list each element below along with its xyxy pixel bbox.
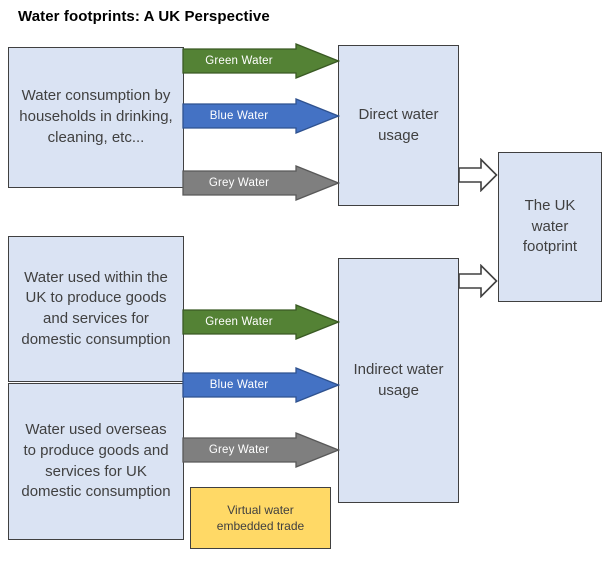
grey-block-arrow-icon [182,432,340,468]
white-block-arrow-icon [458,158,498,192]
box-water-used-within-uk-label: Water used within the UK to produce good… [21,268,171,348]
box-water-used-within-uk: Water used within the UK to produce good… [8,236,184,382]
box-indirect-water-usage-label: Indirect water usage [353,360,444,399]
blue-water-arrow-top: Blue Water [182,98,340,134]
green-block-arrow-icon [182,43,340,79]
box-household-consumption-label: Water consumption by households in drink… [19,87,173,146]
box-water-used-overseas-label: Water used overseas to produce goods and… [21,421,171,501]
blue-water-arrow-bottom: Blue Water [182,367,340,403]
grey-water-arrow-bottom: Grey Water [182,432,340,468]
box-household-consumption: Water consumption by households in drink… [8,47,184,188]
box-virtual-water-trade: Virtual water embedded trade [190,487,331,549]
green-water-arrow-bottom: Green Water [182,304,340,340]
green-block-arrow-icon [182,304,340,340]
grey-block-arrow-icon [182,165,340,201]
grey-water-arrow-top: Grey Water [182,165,340,201]
direct-to-footprint-arrow [458,158,498,192]
white-block-arrow-icon [458,264,498,298]
box-water-used-overseas: Water used overseas to produce goods and… [8,383,184,540]
box-virtual-water-trade-label: Virtual water embedded trade [216,502,305,533]
box-direct-water-usage-label: Direct water usage [358,105,439,144]
box-indirect-water-usage: Indirect water usage [338,258,459,503]
blue-block-arrow-icon [182,98,340,134]
box-uk-water-footprint-label: The UK water footprint [522,196,578,256]
green-water-arrow-top: Green Water [182,43,340,79]
indirect-to-footprint-arrow [458,264,498,298]
blue-block-arrow-icon [182,367,340,403]
diagram-title: Water footprints: A UK Perspective [18,8,270,25]
box-direct-water-usage: Direct water usage [338,45,459,206]
box-uk-water-footprint: The UK water footprint [498,152,602,302]
